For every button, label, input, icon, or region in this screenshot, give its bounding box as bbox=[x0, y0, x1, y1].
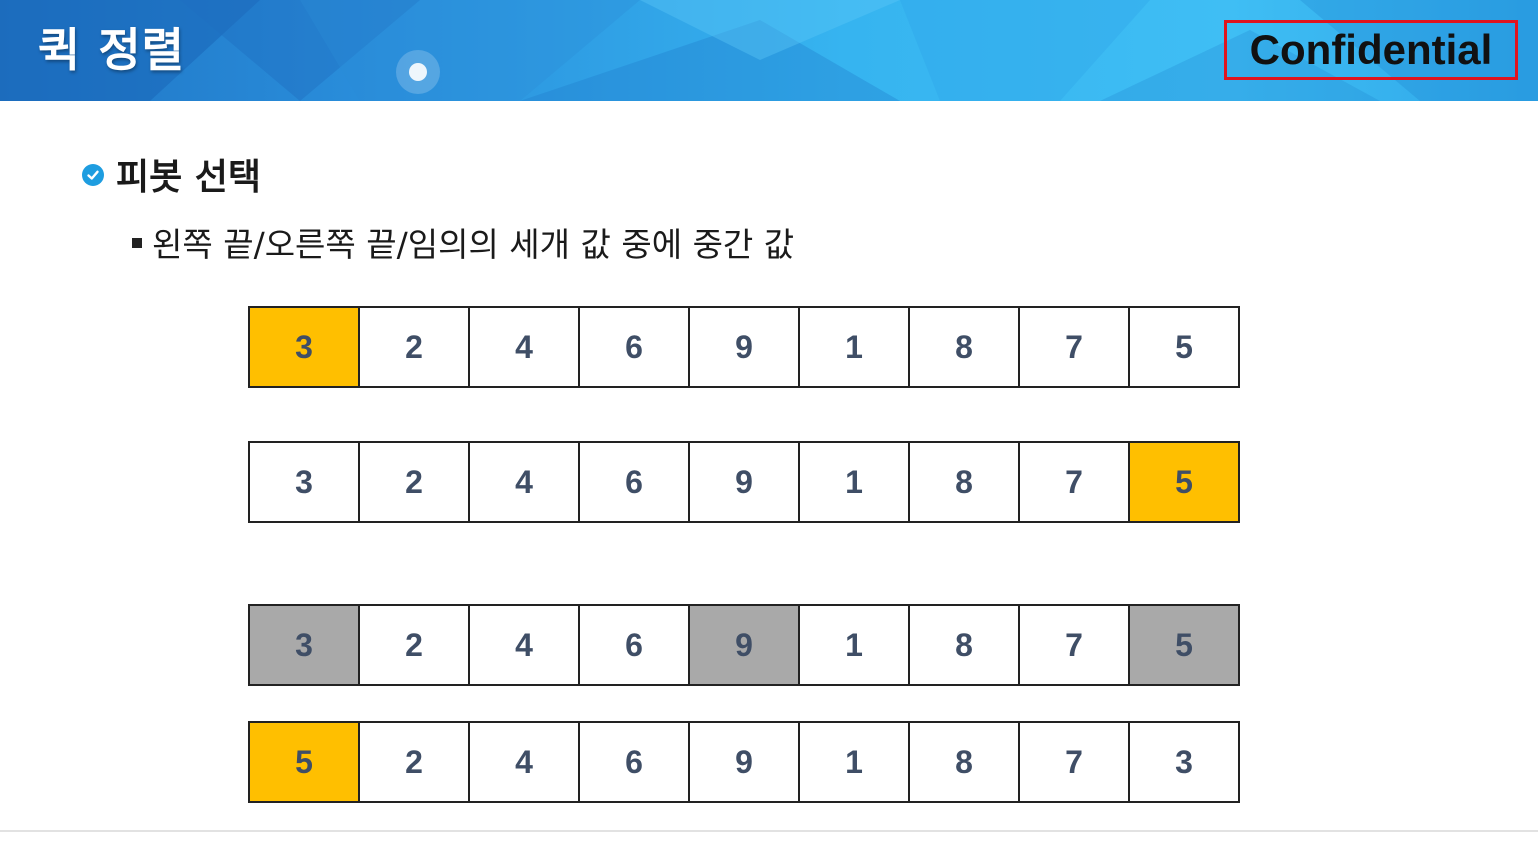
array-cell: 7 bbox=[1020, 308, 1130, 386]
array-row-median-candidates: 3 2 4 6 9 1 8 7 5 bbox=[248, 604, 1240, 686]
array-cell: 7 bbox=[1020, 443, 1130, 521]
slide-title: 퀵 정렬 bbox=[38, 23, 185, 77]
array-cell: 7 bbox=[1020, 723, 1130, 801]
array-cell: 1 bbox=[800, 308, 910, 386]
footer-divider bbox=[0, 830, 1538, 832]
bullet-main: 피봇 선택 bbox=[82, 148, 261, 200]
array-cell: 9 bbox=[690, 606, 800, 684]
header-background bbox=[0, 0, 1538, 101]
array-cell: 5 bbox=[250, 723, 360, 801]
array-cell: 6 bbox=[580, 723, 690, 801]
array-cell: 3 bbox=[250, 606, 360, 684]
array-cell: 1 bbox=[800, 606, 910, 684]
array-cell: 3 bbox=[250, 308, 360, 386]
array-cell: 1 bbox=[800, 723, 910, 801]
confidential-label: Confidential bbox=[1224, 20, 1518, 80]
array-cell: 4 bbox=[470, 308, 580, 386]
array-cell: 3 bbox=[250, 443, 360, 521]
check-circle-icon bbox=[82, 164, 104, 186]
array-cell: 3 bbox=[1130, 723, 1240, 801]
array-cell: 6 bbox=[580, 308, 690, 386]
array-cell: 2 bbox=[360, 606, 470, 684]
array-cell: 6 bbox=[580, 606, 690, 684]
array-cell: 7 bbox=[1020, 606, 1130, 684]
square-bullet-icon bbox=[132, 238, 142, 248]
array-cell: 2 bbox=[360, 723, 470, 801]
bullet-main-text: 피봇 선택 bbox=[116, 157, 262, 198]
array-cell: 8 bbox=[910, 308, 1020, 386]
array-cell: 5 bbox=[1130, 308, 1240, 386]
bullet-sub: 왼쪽 끝/오른쪽 끝/임의의 세개 값 중에 중간 값 bbox=[132, 218, 794, 266]
array-cell: 4 bbox=[470, 443, 580, 521]
array-cell: 9 bbox=[690, 443, 800, 521]
array-cell: 2 bbox=[360, 308, 470, 386]
array-row-left-pivot: 3 2 4 6 9 1 8 7 5 bbox=[248, 306, 1240, 388]
array-cell: 2 bbox=[360, 443, 470, 521]
array-cell: 4 bbox=[470, 723, 580, 801]
slide-header: 퀵 정렬 Confidential bbox=[0, 0, 1538, 101]
array-cell: 6 bbox=[580, 443, 690, 521]
bullet-sub-text: 왼쪽 끝/오른쪽 끝/임의의 세개 값 중에 중간 값 bbox=[152, 225, 795, 264]
array-cell: 5 bbox=[1130, 606, 1240, 684]
array-row-right-pivot: 3 2 4 6 9 1 8 7 5 bbox=[248, 441, 1240, 523]
array-cell: 8 bbox=[910, 723, 1020, 801]
array-cell: 1 bbox=[800, 443, 910, 521]
array-cell: 8 bbox=[910, 606, 1020, 684]
array-cell: 9 bbox=[690, 308, 800, 386]
array-cell: 8 bbox=[910, 443, 1020, 521]
array-cell: 4 bbox=[470, 606, 580, 684]
array-cell: 5 bbox=[1130, 443, 1240, 521]
array-cell: 9 bbox=[690, 723, 800, 801]
array-row-median-swapped: 5 2 4 6 9 1 8 7 3 bbox=[248, 721, 1240, 803]
